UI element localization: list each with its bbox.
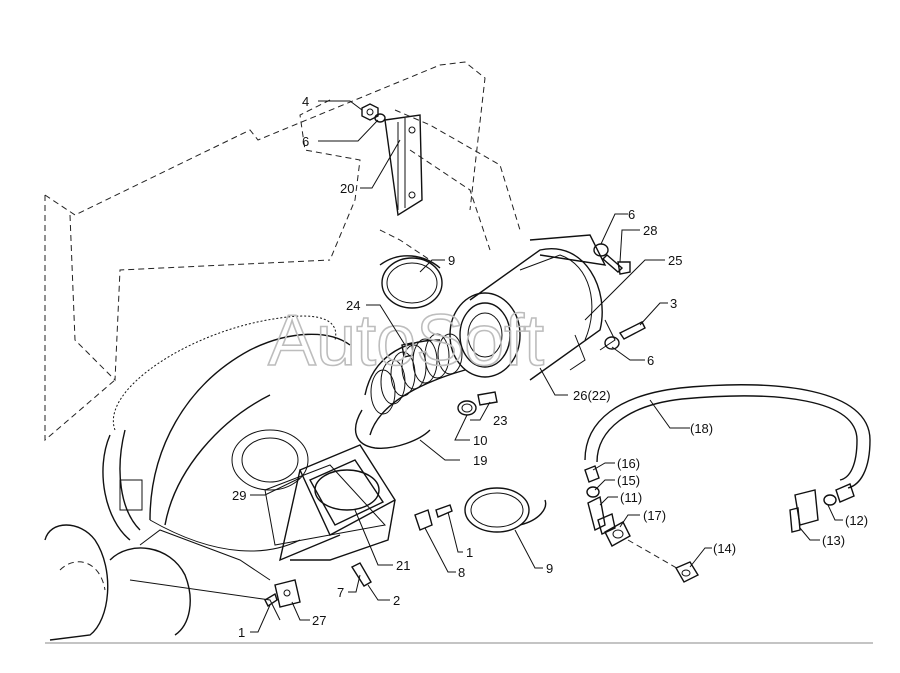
callout-16: (16) bbox=[617, 456, 640, 471]
callout-19: 19 bbox=[473, 453, 487, 468]
callout-6: 6 bbox=[647, 353, 654, 368]
callout-3: 3 bbox=[670, 296, 677, 311]
bracket-27 bbox=[264, 562, 372, 608]
engine-housing-outline bbox=[44, 61, 521, 442]
plate-8 bbox=[414, 504, 453, 531]
bracket-20 bbox=[384, 114, 423, 217]
fan-shroud bbox=[102, 315, 351, 552]
engine-block bbox=[44, 524, 281, 641]
callout-15: (15) bbox=[617, 473, 640, 488]
callout-12: (12) bbox=[845, 513, 868, 528]
callout-26-22: 26(22) bbox=[573, 388, 611, 403]
callout-18: (18) bbox=[690, 421, 713, 436]
fittings-left bbox=[584, 465, 631, 547]
nut-washer-top bbox=[361, 103, 386, 123]
callout-4: 4 bbox=[302, 94, 309, 109]
callout-7: 7 bbox=[337, 585, 344, 600]
callout-6: 6 bbox=[302, 134, 309, 149]
callout-25: 25 bbox=[668, 253, 682, 268]
bolt-3 bbox=[604, 321, 646, 350]
callout-1: 1 bbox=[238, 625, 245, 640]
callout-9: 9 bbox=[546, 561, 553, 576]
connection-line bbox=[627, 539, 681, 571]
clamp-upper bbox=[379, 255, 443, 309]
callout-17: (17) bbox=[643, 508, 666, 523]
callout-8: 8 bbox=[458, 565, 465, 580]
callout-20: 20 bbox=[340, 181, 354, 196]
callout-6: 6 bbox=[628, 207, 635, 222]
callout-10: 10 bbox=[473, 433, 487, 448]
watermark: AutoSoft bbox=[268, 301, 544, 381]
callout-2: 2 bbox=[393, 593, 400, 608]
callout-23: 23 bbox=[493, 413, 507, 428]
air-filter-housing bbox=[449, 234, 616, 381]
callout-1: 1 bbox=[466, 545, 473, 560]
callout-24: 24 bbox=[346, 298, 360, 313]
callout-21: 21 bbox=[396, 558, 410, 573]
callout-9: 9 bbox=[448, 253, 455, 268]
callout-13: (13) bbox=[822, 533, 845, 548]
callout-14: (14) bbox=[713, 541, 736, 556]
intake-duct bbox=[264, 444, 396, 562]
bolt-28 bbox=[593, 243, 631, 275]
fitting-14 bbox=[675, 561, 699, 583]
clamp-lower bbox=[464, 487, 547, 533]
callout-27: 27 bbox=[312, 613, 326, 628]
fittings-right bbox=[789, 483, 855, 533]
callout-28: 28 bbox=[643, 223, 657, 238]
leader-lines bbox=[250, 100, 843, 633]
callout-29: 29 bbox=[232, 488, 246, 503]
hose-18 bbox=[584, 384, 871, 489]
callout-11: (11) bbox=[620, 490, 642, 505]
callout-labels: 4 6 20 9 24 6 28 25 3 6 26(22) 23 10 19 … bbox=[232, 94, 868, 640]
